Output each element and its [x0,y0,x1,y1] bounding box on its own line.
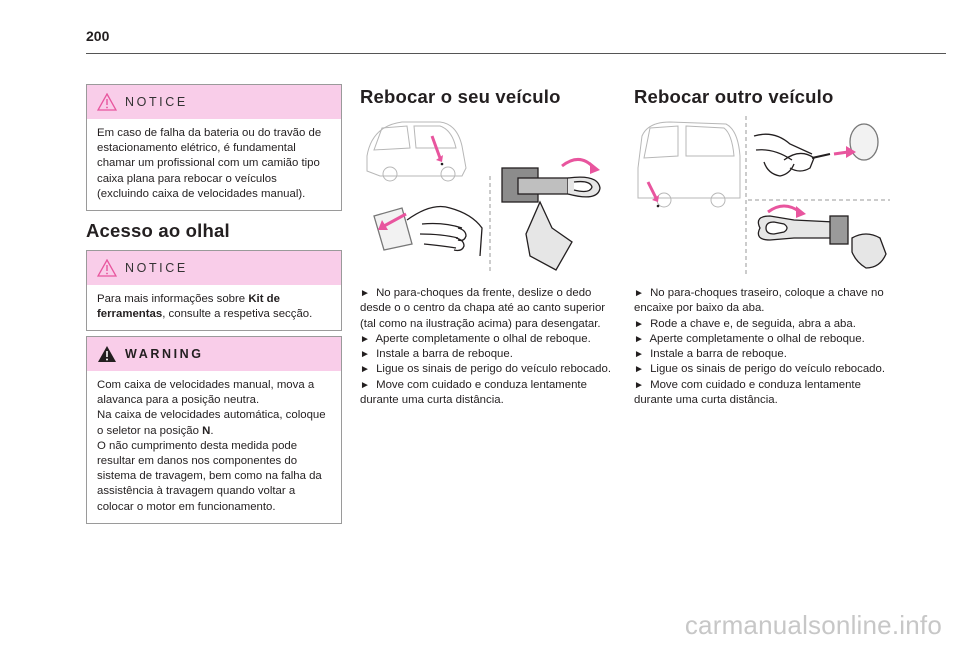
step-item: ► Rode a chave e, de seguida, abra a aba… [634,317,892,332]
notice-text: Em caso de falha da bateria ou do travão… [97,127,322,200]
section-title-rebocar-seu: Rebocar o seu veículo [360,86,561,107]
notice-header: NOTICE [87,251,341,285]
step-text: Rode a chave e, de seguida, abra a aba. [650,317,856,330]
notice-text-pre: Para mais informações sobre [97,293,249,305]
rear-towing-illustration [637,116,890,274]
warning-triangle-icon [97,259,117,277]
step-text: Aperte completamente o olhal de reboque. [375,332,591,345]
step-text: Aperte completamente o olhal de reboque. [649,332,865,345]
step-arrow-icon: ► [634,318,644,330]
hand-cover-icon [373,205,483,257]
step-item: ► Instale a barra de reboque. [634,347,892,362]
step-text: Instale a barra de reboque. [650,348,787,361]
gear-position-n: N [202,424,211,437]
step-arrow-icon: ► [634,379,644,391]
step-item: ► Ligue os sinais de perigo do veículo r… [634,362,892,377]
step-item: ► Aperte completamente o olhal de reboqu… [634,332,892,347]
step-text: No para-choques da frente, deslize o ded… [360,287,606,330]
warning-paragraph: O não cumprimento desta medida pode resu… [97,439,322,513]
warning-paragraph: Na caixa de velocidades automática, colo… [97,408,331,438]
notice-text: Para mais informações sobre Kit de ferra… [87,285,341,330]
step-text: Ligue os sinais de perigo do veículo reb… [376,363,612,376]
warning-box: WARNING Com caixa de velocidades manual,… [86,336,342,524]
step-arrow-icon: ► [360,349,370,361]
step-text: Move com cuidado e conduza lentamente du… [360,378,587,407]
notice-text-post: , consulte a respetiva secção. [162,308,313,321]
watermark: carmanualsonline.info [684,610,942,640]
step-arrow-icon: ► [360,364,370,376]
step-item: ► No para-choques traseiro, coloque a ch… [634,286,892,317]
step-arrow-icon: ► [360,288,370,299]
step-text: Move com cuidado e conduza lentamente du… [634,378,861,407]
notice-title: NOTICE [125,95,188,109]
step-item: ► Move com cuidado e conduza lentamente … [634,378,892,409]
step-arrow-icon: ► [634,364,644,376]
step-arrow-icon: ► [634,349,644,361]
notice-box-toolkit: NOTICE Para mais informações sobre Kit d… [86,250,342,332]
warning-text: Com caixa de velocidades manual, mova a … [87,371,341,523]
steps-list-rebocar-seu: ► No para-choques da frente, deslize o d… [360,286,618,408]
warning-title: WARNING [125,347,204,361]
toolkit-link-text: Kit de ferramentas [97,293,280,321]
notice-title: NOTICE [125,261,188,275]
warning-paragraph: Com caixa de velocidades manual, mova a … [97,379,315,407]
warning-text-post: . [210,424,214,437]
tow-eye-icon [501,167,601,271]
step-item: ► Aperte completamente o olhal de reboqu… [360,332,618,347]
step-item: ► Move com cuidado e conduza lentamente … [360,378,618,409]
step-text: Ligue os sinais de perigo do veículo reb… [650,363,886,376]
warning-triangle-icon [98,346,116,362]
step-text: No para-choques traseiro, coloque a chav… [634,287,884,315]
step-arrow-icon: ► [360,379,370,391]
section-title-acesso: Acesso ao olhal [86,220,230,241]
hand-key-icon [753,123,879,177]
step-arrow-icon: ► [634,288,644,299]
step-arrow-icon: ► [360,333,370,345]
front-towing-illustration [366,121,601,274]
tow-eye-icon [757,215,887,269]
step-arrow-icon: ► [634,333,644,345]
van-front-icon [366,121,467,182]
warning-text-pre: Na caixa de velocidades automática, colo… [97,409,326,437]
page-number: 200 [86,28,110,44]
section-title-rebocar-outro: Rebocar outro veículo [634,86,834,107]
header-divider [86,53,946,54]
step-item: ► Instale a barra de reboque. [360,347,618,362]
step-item: ► No para-choques da frente, deslize o d… [360,286,618,332]
notice-box-battery: NOTICE Em caso de falha da bateria ou do… [86,84,342,212]
steps-list-rebocar-outro: ► No para-choques traseiro, coloque a ch… [634,286,892,408]
step-text: Instale a barra de reboque. [376,348,513,361]
notice-header: NOTICE [87,85,341,119]
step-item: ► Ligue os sinais de perigo do veículo r… [360,362,618,377]
warning-header: WARNING [87,337,341,371]
warning-triangle-icon [97,93,117,111]
